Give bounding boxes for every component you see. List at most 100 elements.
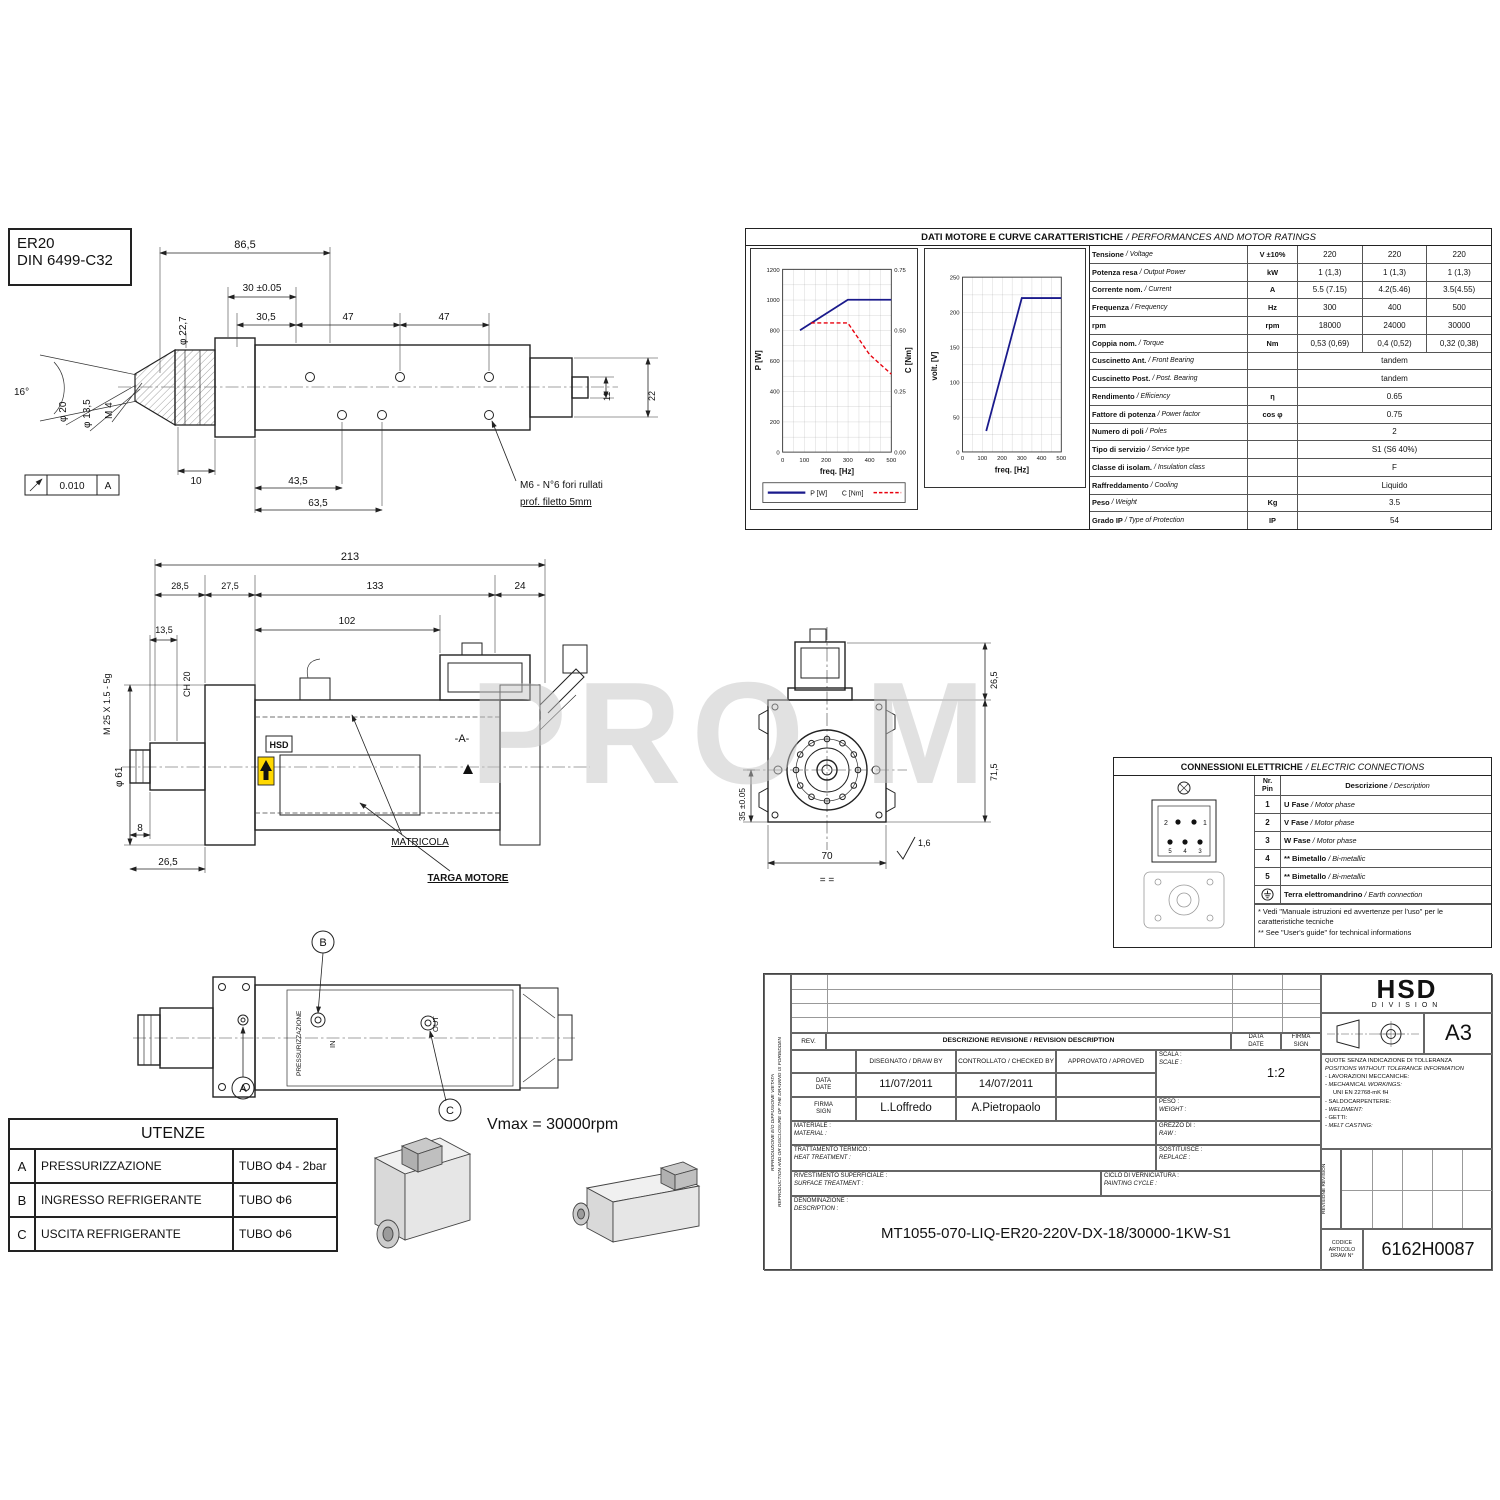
- warning-arrow-icon: [260, 760, 272, 780]
- spindle-side-geometry: [39, 337, 618, 438]
- tick-label: 0.25: [894, 390, 906, 396]
- rating-unit: [1248, 423, 1298, 441]
- rating-value: S1 (S6 40%): [1371, 445, 1418, 455]
- dim-label: 63,5: [308, 498, 328, 509]
- legend-label: C [Nm]: [842, 491, 864, 498]
- rating-label-en: / Efficiency: [1136, 392, 1171, 400]
- description-cell: DENOMINAZIONE :DESCRIPTION : MT1055-070-…: [791, 1196, 1321, 1271]
- utility-name: PRESSURIZZAZIONE: [36, 1150, 234, 1182]
- material-cell: MATERIALE :MATERIAL :: [791, 1121, 1156, 1145]
- isometric-view-horizontal: [572, 1161, 701, 1243]
- tolerance-notes: QUOTE SENZA INDICAZIONE DI TOLLERANZA PO…: [1321, 1054, 1493, 1149]
- rating-unit: kW: [1248, 263, 1298, 281]
- dim-label: φ 20: [58, 401, 69, 422]
- first-angle-projection-icon: [1326, 1018, 1419, 1049]
- tick-label: 500: [886, 458, 897, 464]
- revision-strip-label: REVISIONE REVISION: [1321, 1149, 1341, 1229]
- tool-holder-type: ER20: [17, 235, 55, 252]
- tick-label: 150: [950, 346, 961, 352]
- connections-footnotes: * Vedi "Manuale istruzioni ed avvertenze…: [1255, 904, 1491, 940]
- tick-label: 250: [950, 276, 961, 282]
- pin-label: 1: [1203, 820, 1207, 827]
- dim-label: φ 13,5: [82, 399, 93, 428]
- spindle-utilities-geometry: [133, 976, 575, 1098]
- tick-label: 0: [956, 450, 960, 456]
- dim-label: 13,5: [155, 625, 173, 635]
- rating-unit: Nm: [1248, 334, 1298, 352]
- utility-key: C: [10, 1218, 36, 1250]
- port-label: OUT: [431, 1016, 440, 1032]
- painting-cycle-cell: CICLO DI VERNICIATURA :PAINTING CYCLE :: [1101, 1171, 1321, 1196]
- approved-date-cell: [1056, 1073, 1156, 1097]
- approved-by-header: APPROVATO / APROVED: [1056, 1050, 1156, 1073]
- power-torque-chart: 1200 1000 800 600 400 200 0 0.75 0.50 0.…: [750, 248, 918, 510]
- chart-legend: P [W] C [Nm]: [762, 482, 906, 503]
- heat-treatment-cell: TRATTAMENTO TERMICO :HEAT TREATMENT :: [791, 1145, 1156, 1171]
- rating-value: 1 (1,3): [1447, 267, 1471, 277]
- dim-label: 70: [821, 851, 833, 862]
- pin-number: 2: [1255, 814, 1281, 831]
- rating-label: Tensione: [1092, 249, 1124, 259]
- rating-value: 300: [1298, 299, 1363, 316]
- tick-label: 50: [953, 415, 960, 421]
- tick-label: 0.50: [894, 329, 906, 335]
- torque-curve: [810, 322, 892, 375]
- note-label: prof. filetto 5mm: [520, 497, 592, 508]
- tick-label: 300: [843, 458, 854, 464]
- checked-date: 14/07/2011: [956, 1073, 1056, 1097]
- dim-label: 24: [514, 581, 526, 592]
- rating-value: tandem: [1381, 356, 1408, 366]
- dim-label: 27,5: [221, 581, 239, 591]
- earth-screw-icon: [1177, 781, 1191, 795]
- flatness-callout: [24, 474, 120, 496]
- rating-label-en: / Weight: [1111, 499, 1137, 507]
- rating-label-en: / Front Bearing: [1148, 357, 1194, 365]
- dim-label: 11: [602, 392, 612, 401]
- tick-label: 0: [776, 451, 780, 457]
- utenze-table: UTENZE A PRESSURIZZAZIONE TUBO Φ4 - 2bar…: [8, 1118, 338, 1252]
- rating-unit: V ±10%: [1248, 246, 1298, 263]
- rating-value: 220: [1298, 246, 1363, 263]
- roughness-icon: [896, 836, 916, 860]
- rating-label-en: / Torque: [1138, 339, 1164, 347]
- dim-label: M 25 X 1.5 - 5g: [102, 673, 112, 735]
- rating-label: Raffreddamento: [1092, 480, 1149, 490]
- utility-key: A: [10, 1150, 36, 1182]
- rating-unit: [1248, 370, 1298, 387]
- tick-label: 300: [1017, 456, 1028, 462]
- utenze-title: UTENZE: [10, 1120, 336, 1150]
- table-row: Terra elettromandrino / Earth connection: [1255, 886, 1491, 904]
- dim-label: 10: [190, 476, 202, 487]
- rating-value: 0,4 (0,52): [1363, 334, 1428, 352]
- pin-number: 3: [1255, 832, 1281, 849]
- spindle-top-dimensions: [124, 559, 546, 873]
- rating-label: Grado IP: [1092, 516, 1123, 526]
- rating-value: 2: [1392, 427, 1397, 437]
- port-label: PRESSURIZZAZIONE: [296, 1010, 303, 1076]
- tick-label: 0.00: [894, 451, 906, 457]
- utility-value: TUBO Φ6: [239, 1227, 292, 1241]
- rating-value: 220: [1452, 249, 1466, 259]
- utility-name: INGRESSO REFRIGERANTE: [36, 1184, 234, 1216]
- spindle-front-dimensions: [743, 642, 991, 869]
- voltage-curve: [985, 297, 1062, 432]
- dim-label: 47: [438, 312, 450, 323]
- utility-key: B: [10, 1184, 36, 1216]
- dim-label: 43,5: [288, 476, 308, 487]
- drawing-number-label: CODICE ARTICOLO DRAW N°: [1321, 1229, 1363, 1271]
- spacer-cell: [791, 1050, 856, 1073]
- symmetry-label: = =: [820, 875, 835, 886]
- rating-label-en: / Voltage: [1125, 250, 1153, 258]
- balloon-a: A: [239, 1083, 247, 1095]
